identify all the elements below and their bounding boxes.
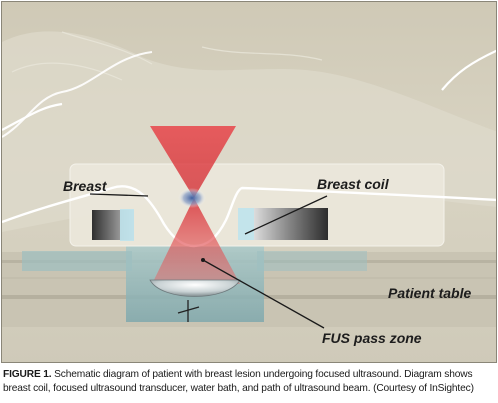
arm-outline xyxy=(2,51,153,138)
beam-lower-cone xyxy=(152,198,240,284)
figure-caption: FIGURE 1. Schematic diagram of patient w… xyxy=(3,368,495,396)
label-breast-coil: Breast coil xyxy=(317,176,389,192)
water-channel-left xyxy=(22,251,132,271)
fus-pass-zone-pointer-dot xyxy=(201,258,205,262)
water-channel-right xyxy=(257,251,367,271)
diagram-illustration xyxy=(2,2,496,362)
caption-figure-id: FIGURE 1. xyxy=(3,369,52,380)
label-fus-pass-zone: FUS pass zone xyxy=(322,330,422,346)
focused-ultrasound-transducer xyxy=(149,279,241,297)
coil-window-left xyxy=(120,209,134,241)
coil-window-right xyxy=(238,208,254,240)
caption-text: Schematic diagram of patient with breast… xyxy=(3,369,474,394)
label-patient-table: Patient table xyxy=(388,285,472,301)
body-contour-lines xyxy=(11,31,323,81)
label-breast: Breast xyxy=(63,178,107,194)
breast-coil-housing xyxy=(69,163,445,247)
breast-coil-leader-line xyxy=(244,195,328,235)
breast-leader-line xyxy=(89,193,149,197)
lesion-focus xyxy=(178,188,206,208)
fus-pass-zone-leader-line xyxy=(202,259,325,329)
figure-panel: Breast Breast coil Patient table FUS pas… xyxy=(1,1,497,363)
body-outline xyxy=(2,49,496,131)
beam-upper-cone xyxy=(150,126,236,198)
transducer-axis-mark-2 xyxy=(177,306,200,314)
